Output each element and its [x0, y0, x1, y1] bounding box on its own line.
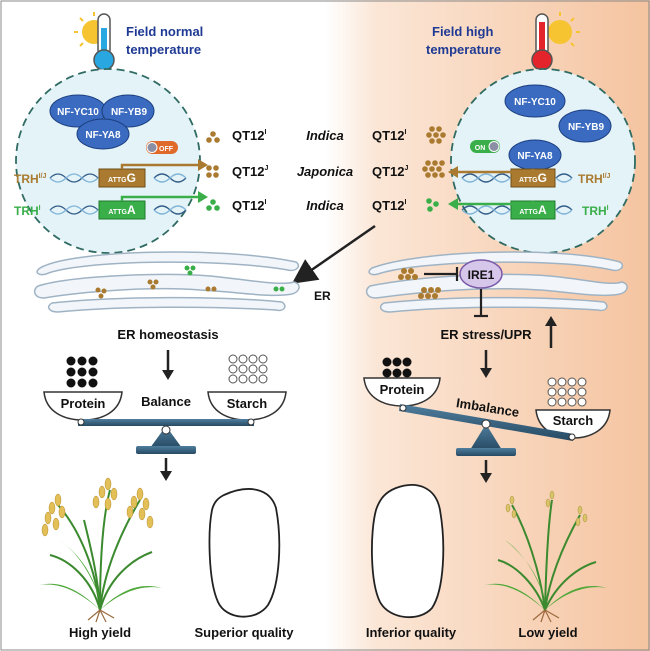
right-trh-top-label: TRHI/J: [578, 172, 611, 186]
ire1-down-inhibition: [474, 289, 488, 318]
left-balance-scale: [43, 391, 287, 454]
left-er-dots: [95, 265, 285, 299]
left-pan-protein-label: Protein: [61, 396, 106, 411]
row2-species: Japonica: [297, 164, 353, 179]
right-down-arrow-1: [480, 350, 492, 378]
dots-row2-right: [422, 160, 445, 178]
row3-left-qt12: QT12I: [232, 198, 267, 213]
left-starch-dots: [228, 354, 268, 384]
left-down-arrow-2: [160, 458, 172, 481]
right-up-arrow: [545, 316, 557, 348]
left-trh-bottom-label: TRHI: [14, 204, 41, 218]
left-nf-y-complex: [49, 94, 155, 150]
left-protein-dots: [66, 356, 98, 388]
right-imbalance-scale: [363, 377, 611, 456]
rice-plant-high-yield: [40, 477, 162, 623]
dots-row1-left: [206, 131, 220, 143]
row1-right-qt12: QT12I: [372, 128, 407, 143]
row3-species: Indica: [306, 198, 344, 213]
row1-left-qt12: QT12I: [232, 128, 267, 143]
high-yield-label: High yield: [69, 625, 131, 640]
rice-grain-superior: [208, 488, 281, 618]
right-pan-starch-label: Starch: [553, 413, 594, 428]
right-trh-bottom-label: TRHI: [582, 204, 609, 218]
dots-row3-right: [426, 198, 439, 212]
off-switch-label: OFF: [159, 146, 174, 153]
ire1-label: IRE1: [468, 268, 495, 282]
left-er: [33, 251, 300, 313]
left-protein-nf-yc10: NF-YC10: [57, 107, 99, 118]
left-promoter-bottom-label: ATTGA: [108, 203, 136, 217]
rice-grain-inferior: [371, 484, 445, 619]
low-yield-label: Low yield: [518, 625, 577, 640]
on-switch-label: ON: [475, 145, 486, 152]
ire1-bubble: [459, 259, 503, 289]
right-promoter-top-label: ATTGG: [519, 171, 547, 185]
left-protein-nf-ya8: NF-YA8: [85, 130, 121, 141]
row3-right-qt12: QT12I: [372, 198, 407, 213]
left-arrow-indica: [120, 191, 208, 203]
left-title-line2: temperature: [126, 42, 201, 57]
row2-left-qt12: QT12J: [232, 164, 269, 179]
left-dna-top: [49, 173, 187, 183]
er-homeostasis-label: ER homeostasis: [117, 327, 218, 342]
dots-row3-left: [206, 199, 220, 211]
right-pan-protein-label: Protein: [380, 382, 425, 397]
right-protein-dots: [382, 357, 412, 378]
left-arrow-japonica: [120, 159, 208, 171]
right-title-line1: Field high: [432, 24, 493, 39]
right-title-line2: temperature: [426, 42, 501, 57]
left-pan-starch-label: Starch: [227, 396, 268, 411]
left-protein-nf-yb9: NF-YB9: [111, 107, 148, 118]
dots-row1-right: [426, 126, 446, 144]
ire1-inhibition: [424, 267, 459, 281]
sun-thermometer-icon-right: [531, 12, 580, 71]
left-nucleus: [15, 68, 201, 254]
off-switch-icon: [146, 141, 178, 154]
inferior-quality-label: Inferior quality: [366, 625, 457, 640]
right-starch-dots: [547, 377, 587, 407]
on-switch-icon: [470, 140, 500, 153]
row2-right-qt12: QT12J: [372, 164, 409, 179]
right-er: [365, 251, 628, 313]
left-dna-bottom: [49, 205, 187, 215]
sun-thermometer-icon-left: [74, 12, 115, 71]
balance-label: Balance: [141, 394, 191, 409]
right-down-arrow-2: [480, 460, 492, 483]
left-promoter-top-label: ATTGG: [108, 171, 136, 185]
right-protein-nf-yb9: NF-YB9: [568, 122, 605, 133]
right-protein-nf-ya8: NF-YA8: [517, 151, 553, 162]
left-title-line1: Field normal: [126, 24, 203, 39]
right-arrow-japonica: [448, 166, 535, 178]
right-protein-nf-yc10: NF-YC10: [514, 97, 556, 108]
rice-plant-low-yield: [485, 490, 607, 623]
right-dna-bottom: [461, 205, 573, 215]
dots-row2-left: [206, 165, 219, 178]
right-arrow-indica: [448, 198, 535, 210]
right-er-dots: [398, 268, 441, 299]
right-promoter-bottom-label: ATTGA: [519, 203, 547, 217]
er-label: ER: [314, 289, 331, 303]
superior-quality-label: Superior quality: [195, 625, 295, 640]
row1-species: Indica: [306, 128, 344, 143]
er-stress-label: ER stress/UPR: [440, 327, 532, 342]
right-dna-top: [461, 173, 573, 183]
right-nf-y-proteins: [504, 84, 612, 171]
left-down-arrow-1: [162, 350, 174, 380]
left-trh-top-label: TRHI/J: [14, 172, 47, 186]
arrow-to-er: [291, 224, 376, 284]
